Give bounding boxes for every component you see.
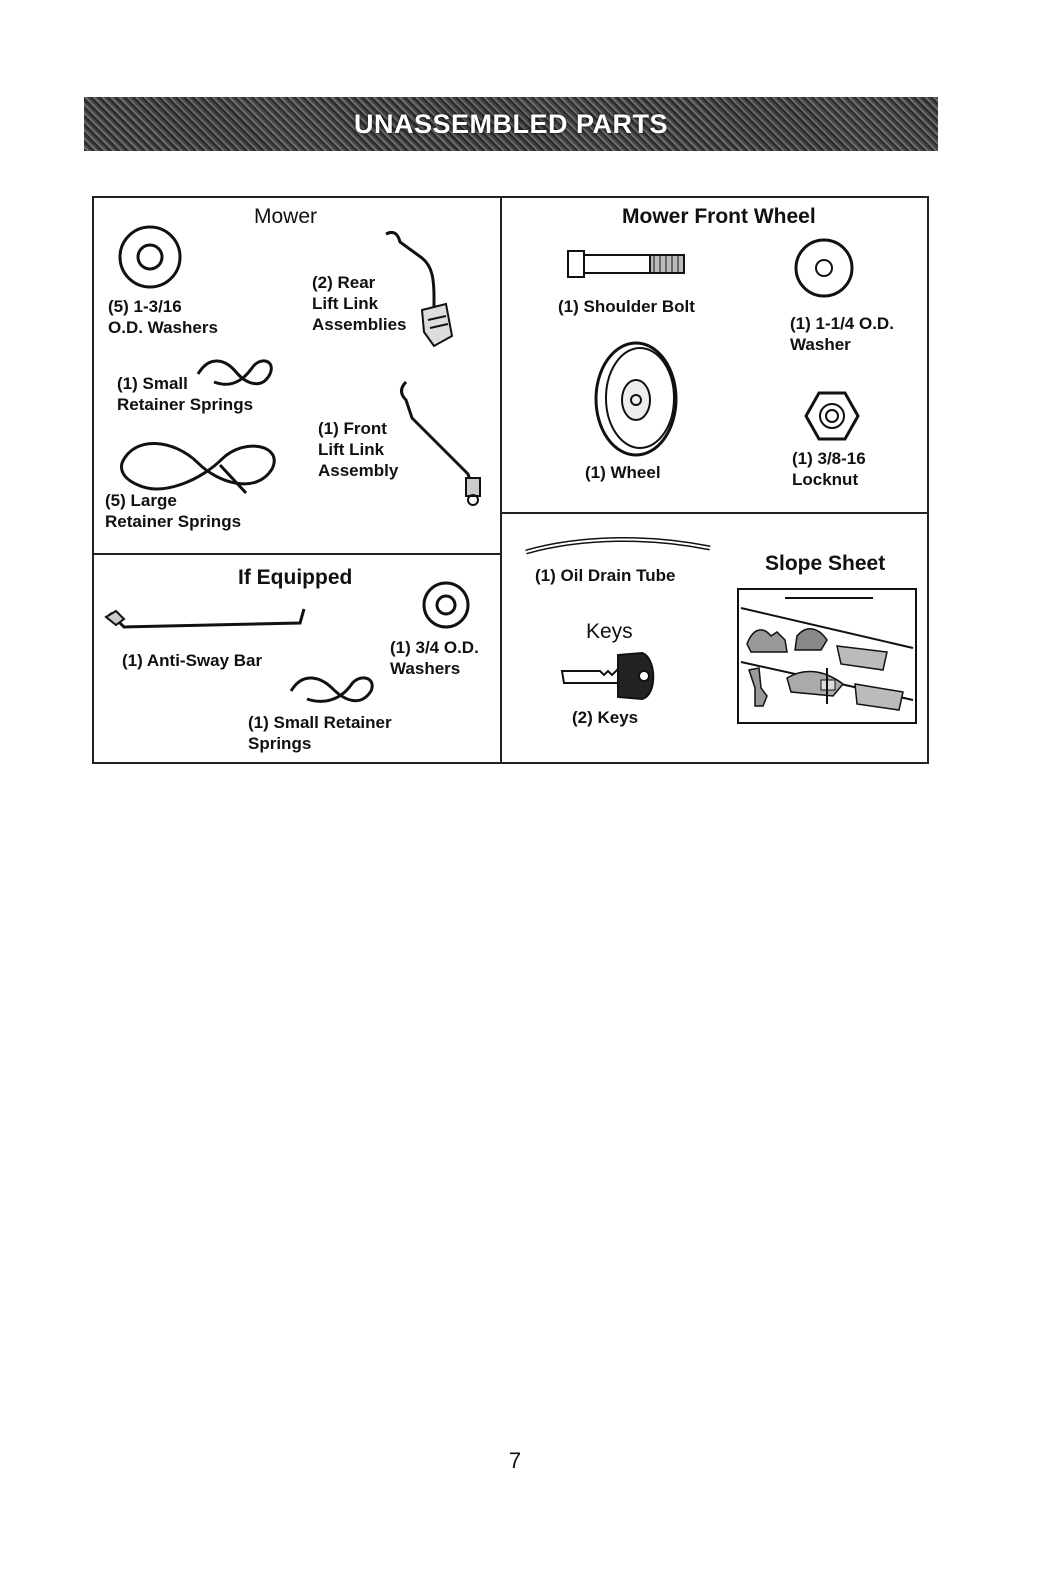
locknut-label: (1) 3/8-16 Locknut xyxy=(792,449,866,489)
mower-washers-label: (5) 1-3/16 O.D. Washers xyxy=(108,297,218,337)
front-wheel-washer-label: (1) 1-1/4 O.D. Washer xyxy=(790,314,894,354)
mower-rear-lift-label: (2) Rear Lift Link Assemblies xyxy=(312,273,407,334)
bolt-icon xyxy=(567,250,685,278)
shoulder-bolt-label: (1) Shoulder Bolt xyxy=(558,297,695,316)
wheel-label: (1) Wheel xyxy=(585,463,661,482)
locknut-icon xyxy=(804,391,860,441)
slope-sheet-icon xyxy=(737,588,917,724)
page-number: 7 xyxy=(508,1448,522,1473)
spring-icon xyxy=(196,359,273,386)
spring-icon xyxy=(289,676,374,703)
spring-icon xyxy=(120,442,276,495)
divider-left xyxy=(92,553,502,555)
oil-drain-tube-label: (1) Oil Drain Tube xyxy=(535,566,676,585)
mower-heading: Mower xyxy=(254,205,318,228)
lift-link-icon xyxy=(385,230,454,348)
banner-title: UNASSEMBLED PARTS xyxy=(353,108,669,139)
if-equipped-heading: If Equipped xyxy=(238,566,353,589)
parts-frame xyxy=(92,196,929,764)
washer-icon xyxy=(794,238,854,298)
page-banner: UNASSEMBLED PARTS xyxy=(84,97,938,151)
anti-sway-bar-icon xyxy=(104,608,306,629)
wheel-icon xyxy=(594,341,678,457)
keys-label: (2) Keys xyxy=(572,708,639,727)
key-icon xyxy=(560,651,655,701)
mower-small-springs-label: (1) Small Retainer Springs xyxy=(117,374,254,414)
divider-right xyxy=(500,512,929,514)
washer-icon xyxy=(422,581,470,629)
if-equipped-washers-label: (1) 3/4 O.D. Washers xyxy=(390,638,479,678)
mower-front-lift-label: (1) Front Lift Link Assembly xyxy=(318,419,399,480)
lift-link-icon xyxy=(400,380,481,506)
if-equipped-small-spring-label: (1) Small Retainer Springs xyxy=(248,713,392,753)
slope-sheet-heading: Slope Sheet xyxy=(765,552,886,575)
front-wheel-heading: Mower Front Wheel xyxy=(622,205,816,228)
keys-heading: Keys xyxy=(586,620,633,643)
oil-drain-tube-icon xyxy=(525,536,711,555)
washer-icon xyxy=(118,225,182,289)
mower-large-springs-label: (5) Large Retainer Springs xyxy=(105,491,242,531)
divider-vertical xyxy=(500,196,502,764)
anti-sway-bar-label: (1) Anti-Sway Bar xyxy=(122,651,263,670)
